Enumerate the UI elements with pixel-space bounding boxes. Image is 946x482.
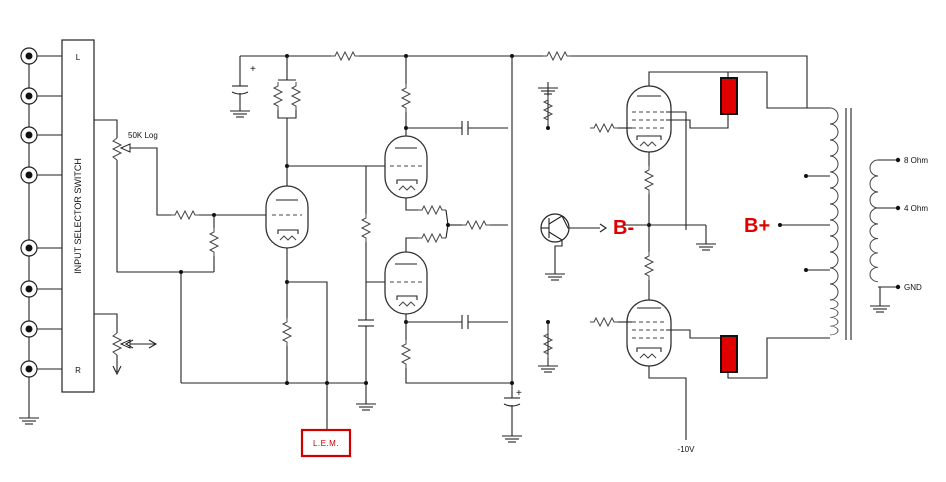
volume-pot-right[interactable]	[94, 313, 158, 376]
input-jack-4[interactable]	[20, 166, 62, 184]
pot-value-label: 50K Log	[128, 131, 158, 140]
phase-splitter-top	[384, 135, 428, 199]
input-jack-6[interactable]	[20, 280, 62, 298]
b-minus-label: B-	[613, 217, 634, 239]
lem-box[interactable]: L.E.M.	[300, 428, 352, 458]
b-plus-label: B+	[744, 215, 770, 237]
output-tube-bottom	[626, 299, 672, 367]
svg-text:+: +	[516, 388, 522, 399]
bias-resistor-top	[720, 77, 738, 115]
input-triode	[265, 185, 309, 249]
bias-resistor-bottom	[720, 335, 738, 373]
output-tube-top	[626, 85, 672, 153]
input-jack-1[interactable]	[20, 47, 62, 65]
tap-4-ohm-label: 4 Ohm	[904, 204, 928, 213]
switch-title: INPUT SELECTOR SWITCH	[73, 158, 83, 274]
input-jack-8[interactable]	[20, 360, 62, 378]
input-jack-7[interactable]	[20, 320, 62, 338]
phase-splitter-bottom	[384, 251, 428, 315]
input-jack-3[interactable]	[20, 126, 62, 144]
volume-pot-left[interactable]	[94, 119, 200, 273]
bias-transistor	[540, 213, 607, 281]
tap-gnd-label: GND	[904, 283, 922, 292]
input-jacks	[18, 47, 62, 425]
svg-text:+: +	[250, 64, 256, 75]
input-jack-2[interactable]	[20, 87, 62, 105]
switch-label-right: R	[75, 366, 81, 375]
minus-10v-label: -10V	[678, 445, 696, 454]
input-jack-5[interactable]	[20, 239, 62, 257]
output-transformer	[804, 107, 879, 340]
tap-8-ohm-label: 8 Ohm	[904, 156, 928, 165]
input-selector-switch[interactable]	[61, 39, 95, 393]
switch-label-left: L	[76, 53, 81, 62]
lem-label: L.E.M.	[313, 439, 339, 448]
